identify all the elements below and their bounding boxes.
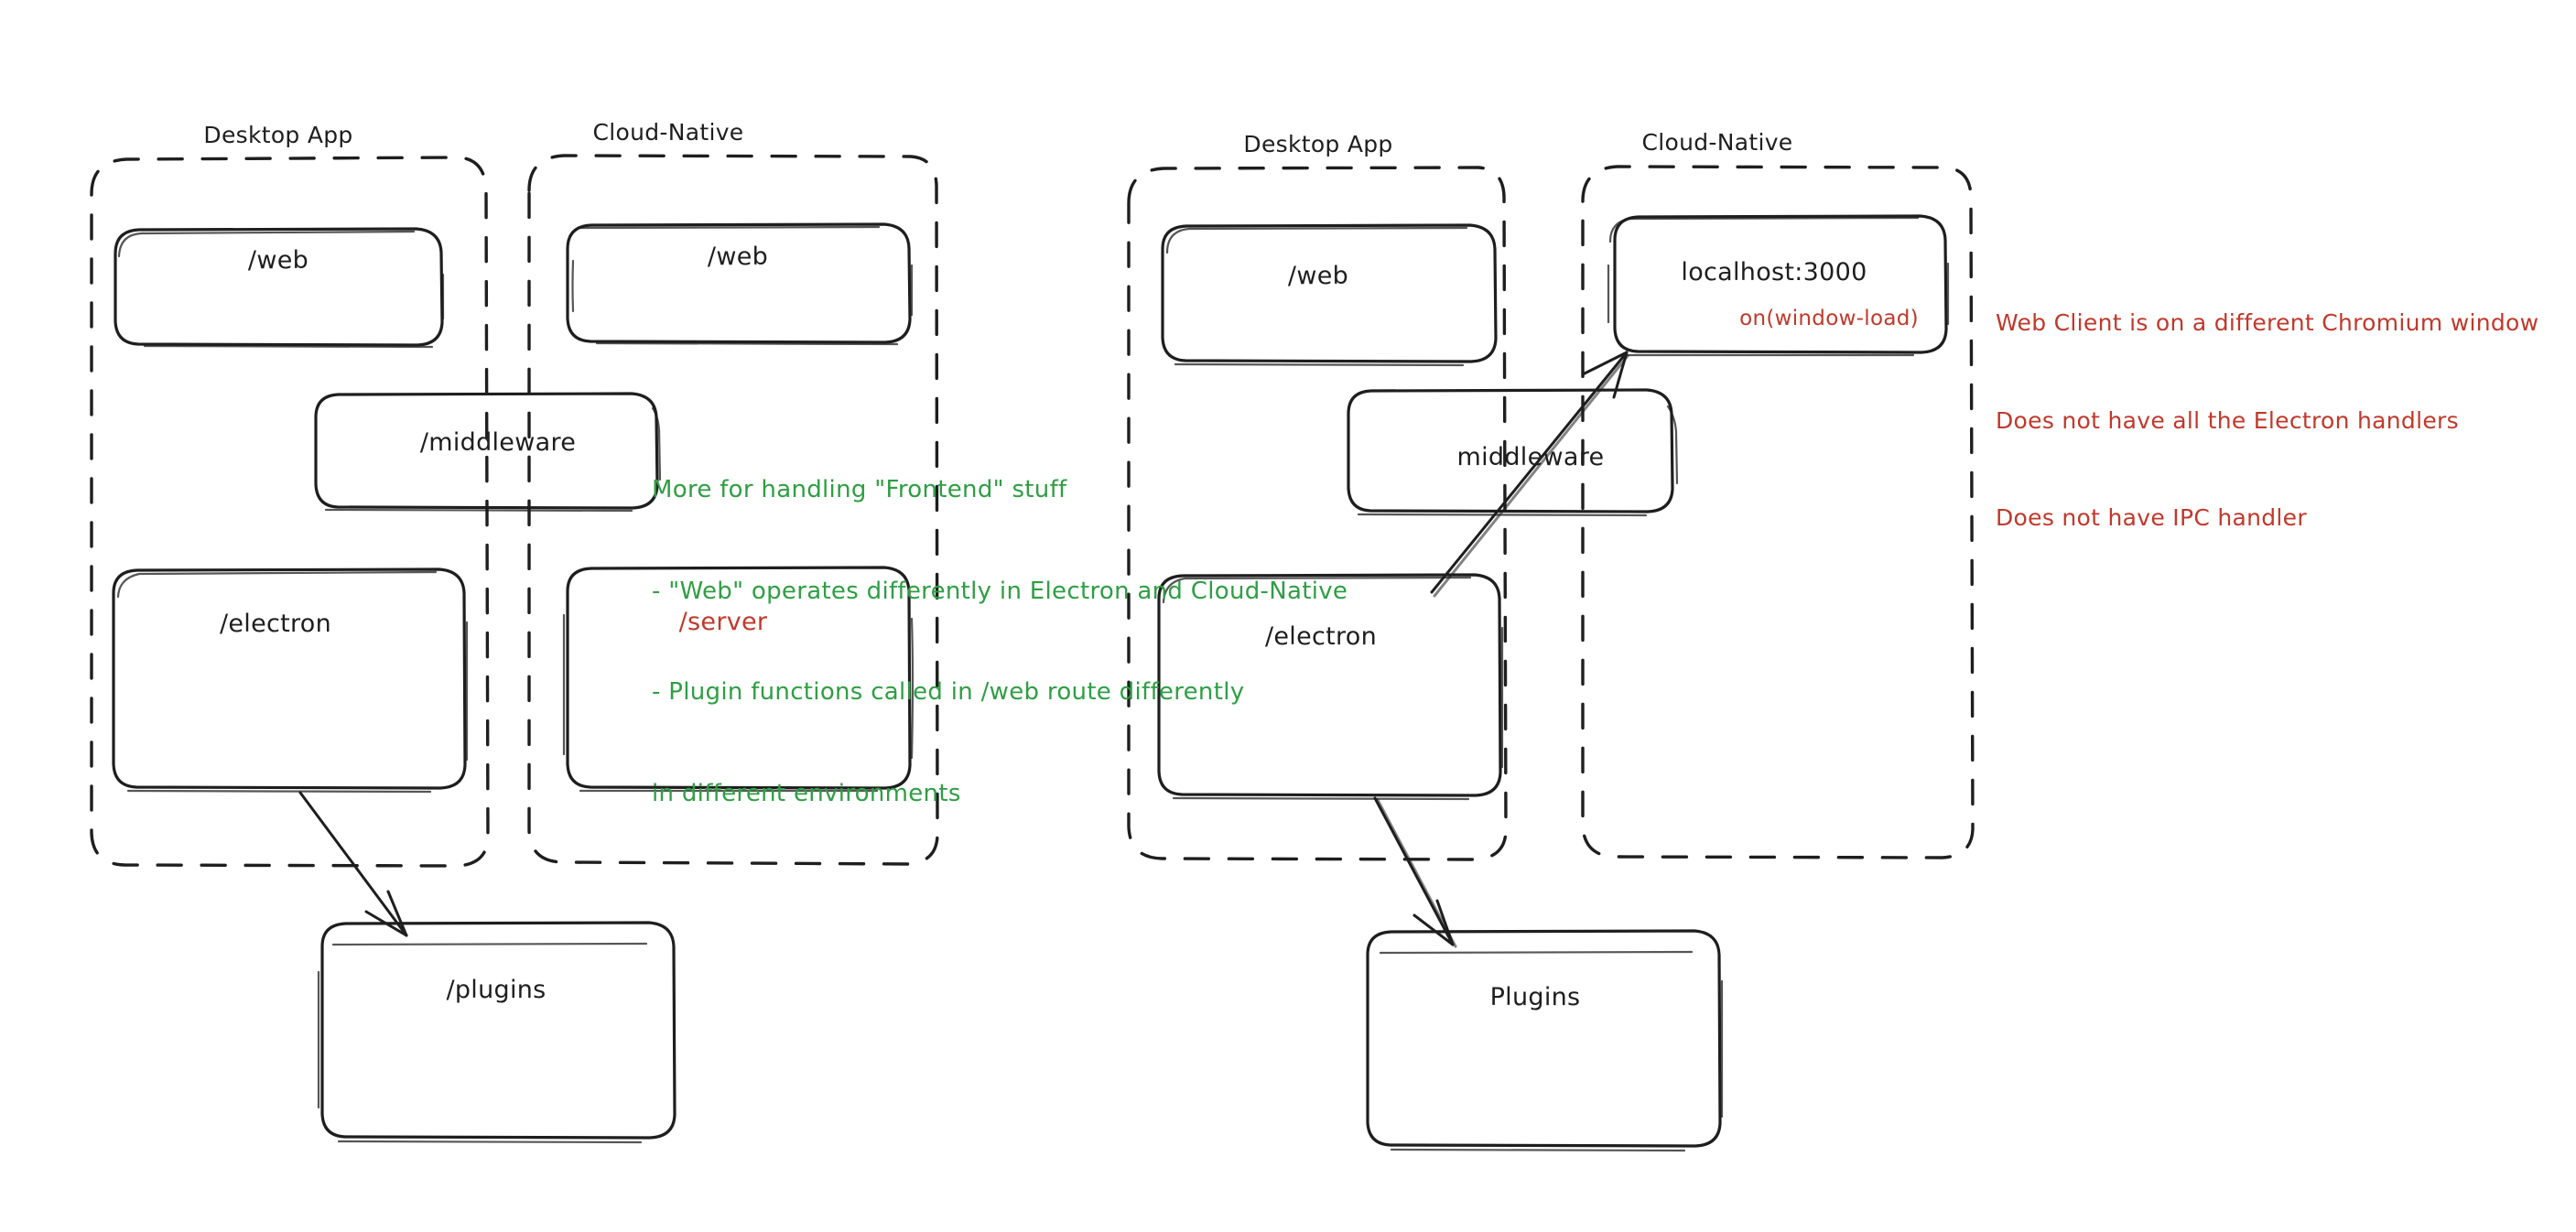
- arrow-right-electron-to-plugins: [1373, 796, 1457, 948]
- annotation-web-client-note: Web Client is on a different Chromium wi…: [1996, 242, 2538, 600]
- node-label-right-localhost: localhost:3000: [1681, 258, 1867, 286]
- node-label-right-desktop-web: /web: [1287, 262, 1349, 290]
- arrow-right-electron-to-localhost: [1430, 351, 1629, 598]
- annotation-frontend-note: More for handling "Frontend" stuff - "We…: [652, 405, 1348, 879]
- node-label-left-server: /server: [678, 608, 768, 636]
- node-right-plugins: [1366, 929, 1724, 1152]
- node-left-plugins: [317, 921, 676, 1144]
- arrow-left-electron-to-plugins: [298, 791, 408, 937]
- annotation-web-client-line-3: Does not have IPC handler: [1996, 504, 2307, 531]
- node-label-right-electron: /electron: [1264, 622, 1378, 651]
- node-label-right-middleware: middleware: [1456, 443, 1605, 471]
- group-label-left-desktop-app: Desktop App: [203, 122, 353, 148]
- node-label-right-plugins: Plugins: [1489, 983, 1581, 1011]
- node-label-left-middleware: /middleware: [419, 428, 577, 457]
- annotation-web-client-line-2: Does not have all the Electron handlers: [1996, 406, 2459, 434]
- group-label-left-cloud-native: Cloud-Native: [592, 119, 744, 146]
- annotation-frontend-line-4: in different environments: [652, 779, 961, 807]
- node-label-left-cloud-web: /web: [707, 243, 769, 271]
- node-left-electron: [112, 567, 469, 794]
- node-sublabel-right-localhost-on-window-load: on(window-load): [1739, 307, 1919, 330]
- group-label-right-desktop-app: Desktop App: [1243, 131, 1393, 157]
- node-label-left-plugins: /plugins: [446, 976, 547, 1004]
- annotation-web-client-line-1: Web Client is on a different Chromium wi…: [1996, 309, 2539, 336]
- node-label-left-electron: /electron: [219, 610, 332, 638]
- node-label-left-desktop-web: /web: [247, 246, 309, 275]
- annotation-frontend-line-1: More for handling "Frontend" stuff: [652, 475, 1067, 503]
- node-right-desktop-web: [1161, 223, 1498, 367]
- annotation-frontend-line-2: - "Web" operates differently in Electron…: [652, 577, 1348, 605]
- group-label-right-cloud-native: Cloud-Native: [1641, 129, 1793, 156]
- annotation-frontend-line-3: - Plugin functions called in /web route …: [652, 678, 1245, 707]
